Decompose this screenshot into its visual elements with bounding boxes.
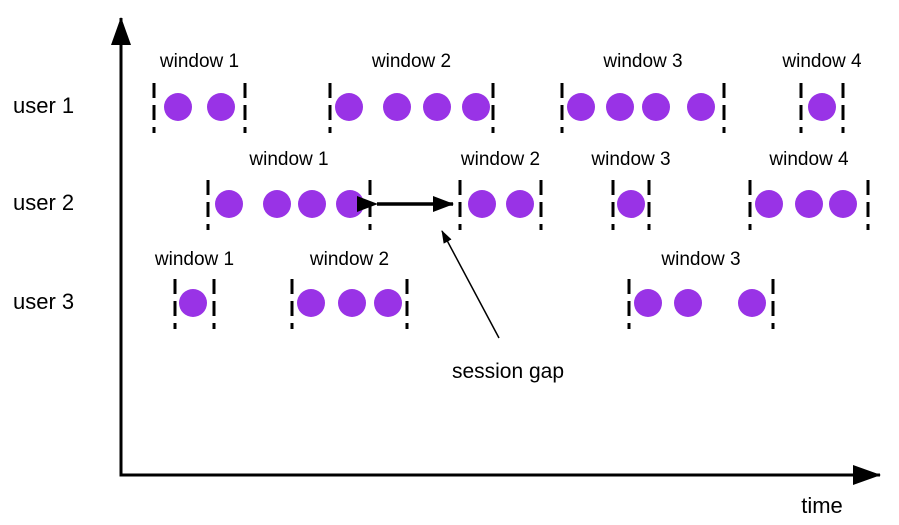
event-dot (423, 93, 451, 121)
event-dot (179, 289, 207, 317)
event-dot (215, 190, 243, 218)
event-dot (634, 289, 662, 317)
event-dot (297, 289, 325, 317)
window-label: window 2 (371, 51, 452, 72)
event-dot (755, 190, 783, 218)
event-dot (687, 93, 715, 121)
window-label: window 3 (603, 51, 683, 72)
event-dot (795, 190, 823, 218)
event-dot (829, 190, 857, 218)
user-1-label: user 1 (13, 93, 75, 118)
event-dot (263, 190, 291, 218)
event-dot (207, 93, 235, 121)
event-dot (738, 289, 766, 317)
time-axis-label: time (801, 493, 843, 518)
window-label: window 4 (769, 149, 849, 170)
window-label: window 1 (249, 149, 329, 170)
user-2-label: user 2 (13, 190, 75, 215)
event-dot (642, 93, 670, 121)
window-label: window 1 (159, 51, 240, 72)
event-dot (374, 289, 402, 317)
event-dot (468, 190, 496, 218)
session-gap-pointer-arrow (441, 230, 500, 339)
event-dot (335, 93, 363, 121)
event-dot (383, 93, 411, 121)
event-dot (674, 289, 702, 317)
event-dot (606, 93, 634, 121)
event-dot (298, 190, 326, 218)
windows-layer (152, 83, 870, 329)
event-dot (164, 93, 192, 121)
window-label: window 4 (782, 51, 862, 72)
window-label: window 3 (661, 249, 741, 270)
event-dot (338, 289, 366, 317)
session-gap-label: session gap (451, 360, 565, 383)
window-label: window 3 (591, 149, 671, 170)
event-dot (336, 190, 364, 218)
window-label: window 2 (309, 249, 390, 270)
event-dot (808, 93, 836, 121)
window-label: window 2 (460, 149, 541, 170)
event-dot (506, 190, 534, 218)
event-dot (617, 190, 645, 218)
event-dot (462, 93, 490, 121)
user-3-label: user 3 (13, 289, 75, 314)
event-dot (567, 93, 595, 121)
window-label: window 1 (154, 249, 235, 270)
